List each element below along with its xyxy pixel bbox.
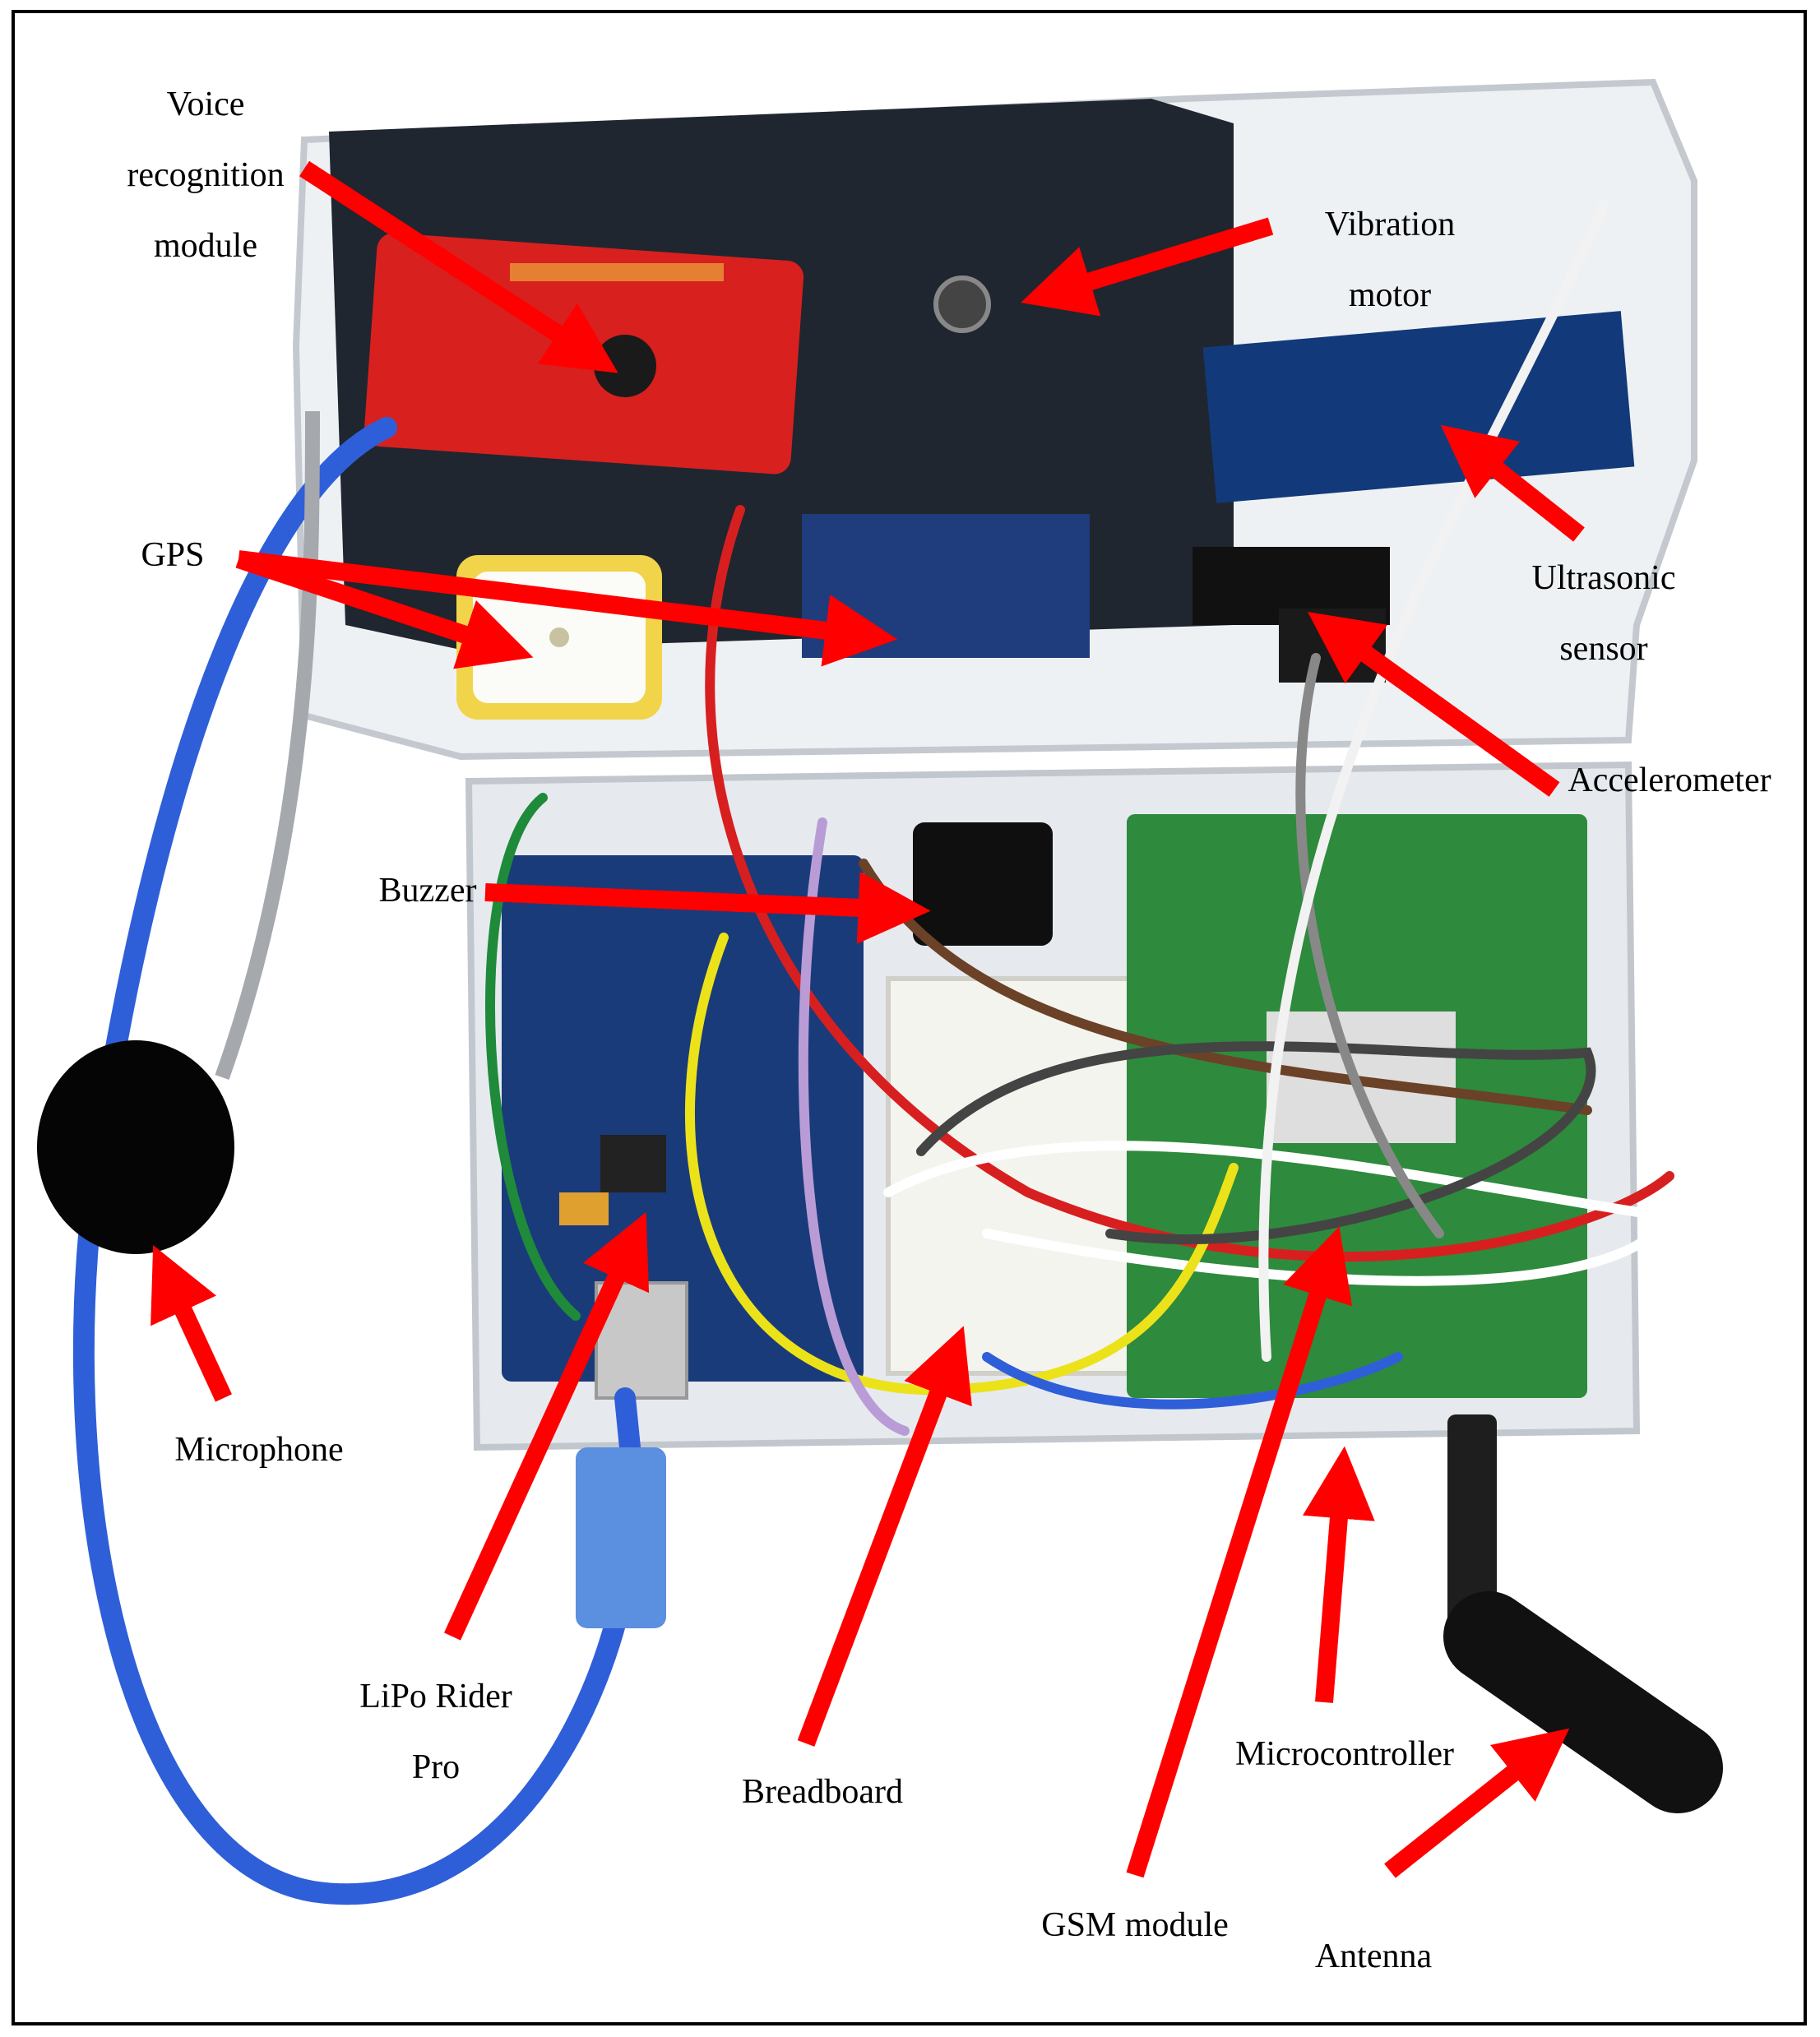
figure-border <box>12 10 1807 2025</box>
annotation-arrows <box>151 160 1585 1878</box>
usb-plug <box>576 1447 666 1628</box>
voice-recognition-module <box>364 233 804 475</box>
label-voice-recognition-module: Voice recognition module <box>127 86 285 265</box>
label-breadboard: Breadboard <box>742 1773 903 1811</box>
label-vibration-motor: Vibration motor <box>1324 206 1456 314</box>
arrow-accelerometer <box>1308 612 1560 797</box>
arrow-gps-module <box>237 550 898 667</box>
arrow-microcontroller <box>1303 1446 1375 1703</box>
arrow-voice-recognition <box>299 160 618 373</box>
buzzer <box>913 822 1053 946</box>
arrow-gsm-module <box>1126 1226 1353 1878</box>
label-antenna: Antenna <box>1314 1937 1433 1975</box>
gps-antenna-module <box>456 555 662 720</box>
label-ultrasonic-sensor: Ultrasonic sensor <box>1531 559 1676 668</box>
arrow-antenna <box>1384 1728 1570 1878</box>
arrow-ultrasonic-sensor <box>1440 424 1585 542</box>
label-accelerometer: Accelerometer <box>1568 762 1771 799</box>
arrow-gps-antenna <box>235 550 534 669</box>
label-buzzer: Buzzer <box>378 872 477 910</box>
label-microphone: Microphone <box>174 1431 344 1469</box>
arrow-breadboard <box>797 1326 972 1747</box>
arrow-vibration-motor <box>1021 217 1274 317</box>
label-microcontroller: Microcontroller <box>1235 1735 1454 1773</box>
microphone-foam <box>37 1040 234 1254</box>
microphone-gooseneck <box>215 410 320 1081</box>
arrow-lipo-rider-pro <box>443 1211 650 1641</box>
antenna <box>1443 1414 1723 1813</box>
label-gps: GPS <box>141 536 205 574</box>
usb-cable <box>72 417 645 1905</box>
label-lipo-rider-pro: LiPo Rider Pro <box>359 1678 512 1786</box>
wire-bundle <box>484 201 1679 1436</box>
label-gsm-module: GSM module <box>1041 1906 1229 1944</box>
microcontroller-and-gsm-board <box>1127 814 1587 1398</box>
arrow-microphone <box>151 1245 232 1402</box>
vibration-motor <box>933 275 991 333</box>
arrow-buzzer <box>484 871 931 944</box>
